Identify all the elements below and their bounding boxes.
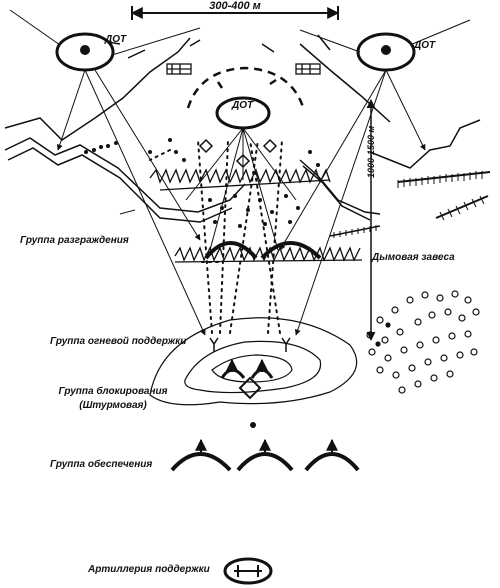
- security-group: [170, 452, 360, 472]
- blocking-group: [220, 358, 274, 400]
- dashed-encirclement: [186, 66, 306, 111]
- label-smoke-screen: Дымовая завеса: [372, 252, 455, 263]
- clearing-group-arcs: [204, 241, 322, 260]
- diamond-markers: [198, 138, 278, 169]
- label-fire-support-group: Группа огневой поддержки: [50, 336, 187, 347]
- dot-pillbox-left: [55, 32, 115, 72]
- dot-pillbox-right: [356, 32, 416, 72]
- artillery-symbol: [223, 557, 273, 585]
- fire-support-markers: [209, 337, 291, 352]
- label-obstacle-clearing-group: Группа разграждения: [20, 235, 129, 246]
- smoke-screen: [366, 290, 480, 394]
- minefield-dots: [84, 138, 320, 228]
- security-arrows: [195, 422, 338, 452]
- label-artillery: Артиллерия поддержки: [88, 564, 210, 575]
- label-blocking-group: Группа блокирования: [58, 386, 168, 397]
- barbed-wire: [329, 171, 491, 238]
- obstacle-band-upper: [149, 168, 331, 191]
- distance-dimension: [130, 6, 340, 20]
- support-fire-dotted: [149, 139, 283, 334]
- label-blocking-group-sub: (Штурмовая): [79, 400, 147, 411]
- dot-label-left: ДОТ: [105, 34, 127, 45]
- terrain-contours: [149, 317, 358, 406]
- label-security-group: Группа обеспечения: [50, 459, 153, 470]
- tank-symbols: [166, 63, 321, 75]
- distance-label: 300-400 м: [209, 0, 261, 12]
- depth-label: 1000-1500 м: [366, 125, 376, 178]
- dot-label-center: ДОТ: [232, 100, 254, 111]
- dot-label-right: ДОТ: [414, 40, 436, 51]
